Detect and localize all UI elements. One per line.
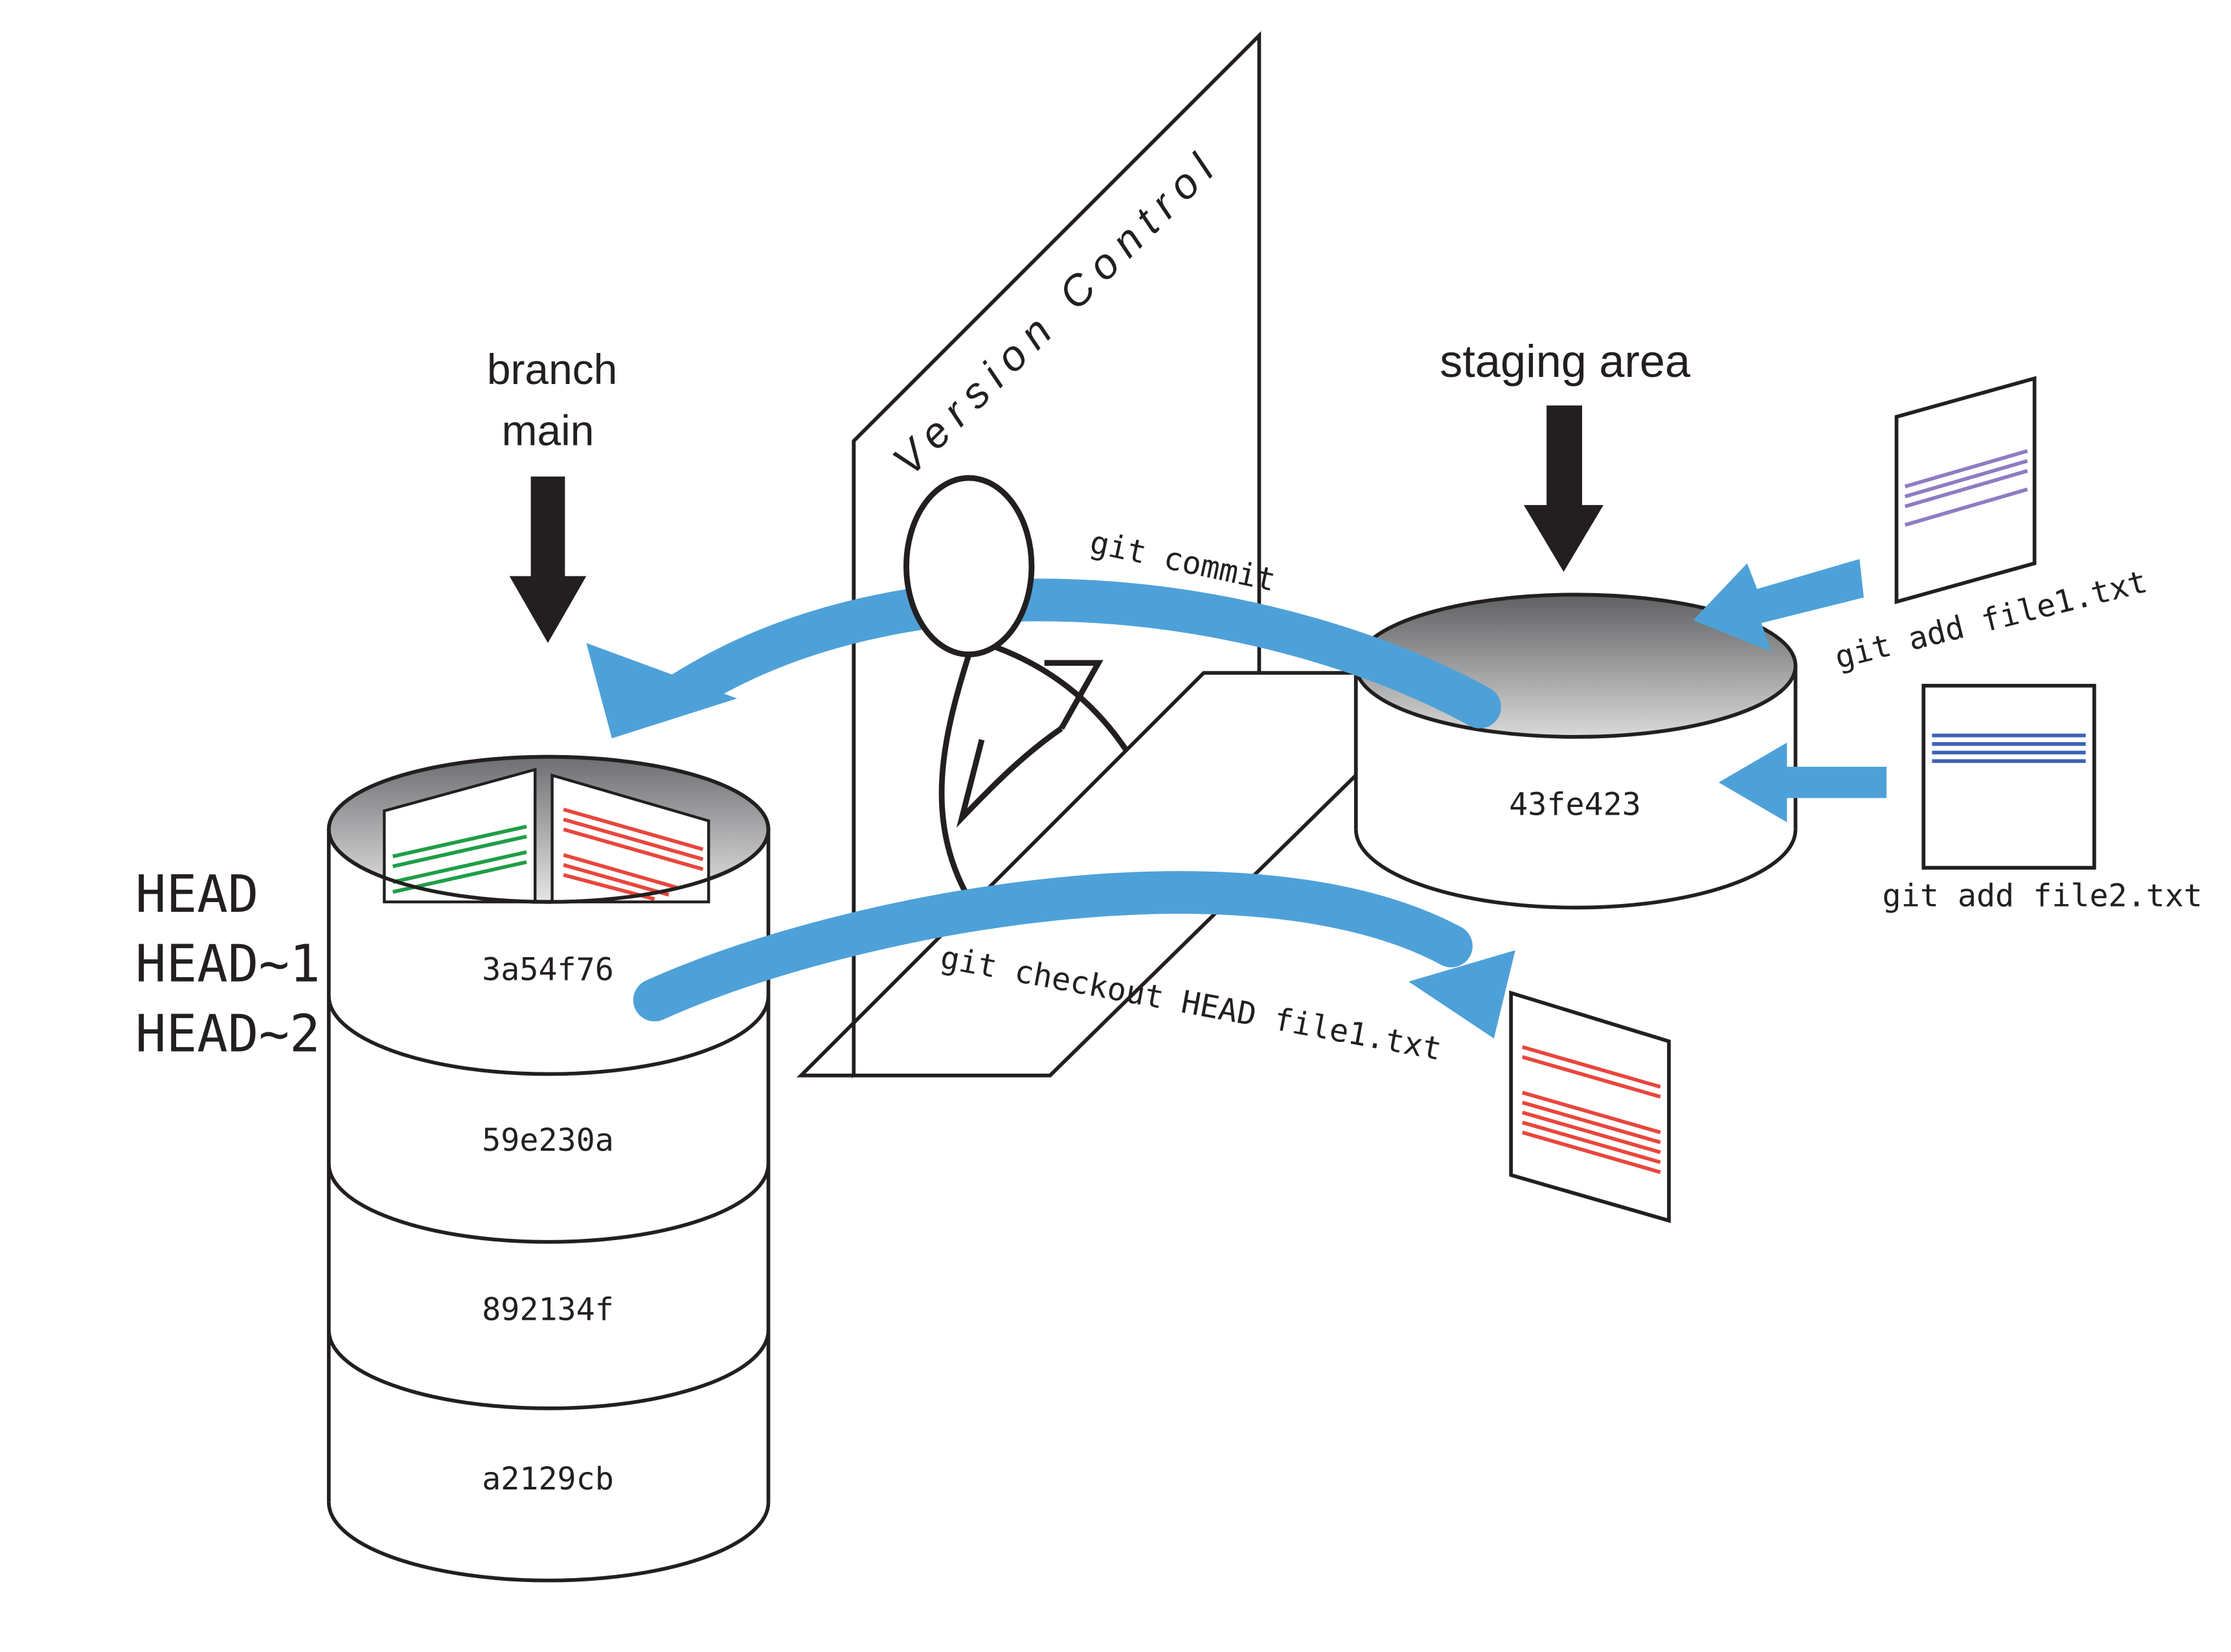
staging-down-arrow-icon xyxy=(1523,405,1603,572)
commit-hash-1: 3a54f76 xyxy=(482,952,614,988)
head-labels: HEAD HEAD~1 HEAD~2 xyxy=(135,865,321,1063)
git-add-file2-arrow xyxy=(1718,742,1887,822)
file1-document-icon xyxy=(1894,376,2037,604)
git-add-file1-arrow xyxy=(1693,559,1864,652)
git-checkout-arrow xyxy=(633,871,1515,1039)
branch-label-line2: main xyxy=(502,407,595,455)
repo-file-red-icon xyxy=(550,773,710,903)
file2-document-icon xyxy=(1921,683,2096,870)
branch-main-pointer: branch main xyxy=(487,345,617,643)
staging-area-label: staging area xyxy=(1440,335,1691,387)
git-commit-arrow xyxy=(586,475,1501,739)
version-control-label: Version Control xyxy=(883,138,1230,484)
head-label-1: HEAD~1 xyxy=(135,934,321,994)
staged-commit-hash: 43fe423 xyxy=(1509,787,1641,823)
git-add-file1-label: git add file1.txt xyxy=(1831,563,2151,676)
head-label-0: HEAD xyxy=(135,865,258,924)
repo-file-green-icon xyxy=(383,767,537,903)
staging-area-pointer: staging area xyxy=(1440,335,1691,572)
staging-area-cylinder: 43fe423 xyxy=(1353,593,1798,910)
git-add-file2-label: git add file2.txt xyxy=(1883,877,2203,914)
checked-out-file-icon xyxy=(1509,990,1671,1223)
repository-cylinder: 3a54f76 59e230a 892134f a2129cb xyxy=(326,754,771,1583)
commit-hash-4: a2129cb xyxy=(482,1461,614,1497)
commit-hash-3: 892134f xyxy=(482,1292,614,1328)
commit-hash-2: 59e230a xyxy=(482,1122,614,1159)
branch-down-arrow-icon xyxy=(509,476,587,643)
head-label-2: HEAD~2 xyxy=(135,1004,321,1063)
branch-label-line1: branch xyxy=(487,345,617,393)
